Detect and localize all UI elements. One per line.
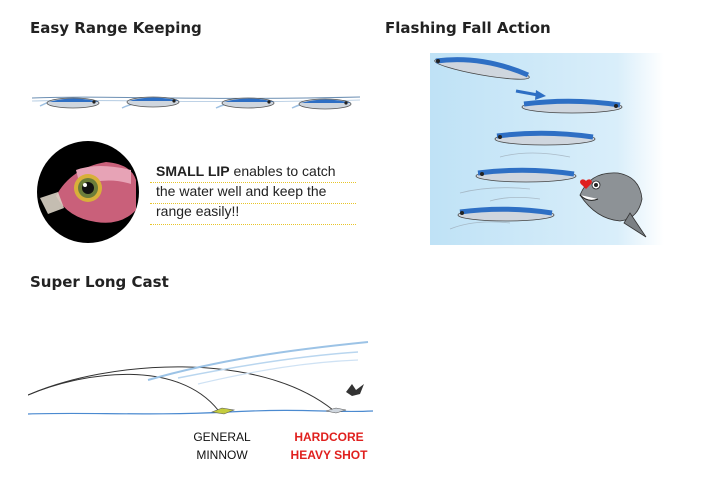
hardcore-label-line2: HEAVY SHOT [290,448,368,462]
small-lip-caption: SMALL LIP enables to catch the water wel… [156,161,336,221]
small-lip-strong: SMALL LIP [156,163,230,179]
general-minnow-icon [210,407,236,415]
small-lip-line1: enables to catch [229,163,336,179]
hardcore-heavy-shot-label: HARDCORE HEAVY SHOT [284,428,374,464]
lure-swimming-3 [215,97,275,109]
lure-swimming-2 [121,96,180,109]
lure-swimming-4 [291,98,352,110]
section-title-fall: Flashing Fall Action [385,19,551,37]
small-lip-line2: the water well and keep the [156,183,327,199]
section-title-cast: Super Long Cast [30,273,169,291]
hardcore-cast-line [28,366,334,411]
falling-lure-4 [475,167,577,183]
bass-fish-icon [579,172,647,238]
falling-lure-1 [434,57,530,80]
falling-lure-3 [494,130,596,146]
general-label-line2: MINNOW [196,448,248,462]
general-label-line1: GENERAL [193,430,251,444]
hardcore-label-line1: HARDCORE [294,430,364,444]
small-lip-line3: range easily!! [156,203,240,219]
heart-eye-icon [580,179,592,189]
falling-lure-2 [521,98,623,114]
caption-underline-2 [150,203,356,204]
general-minnow-label: GENERAL MINNOW [184,428,260,464]
hardcore-lure-icon [325,407,347,414]
lure-swimming-1 [39,97,100,109]
fall-action-illustration [430,53,664,245]
small-lip-closeup-image [37,141,139,243]
motion-arrow [515,89,539,97]
caption-underline-3 [150,224,356,225]
bird-icon [346,384,364,396]
falling-lure-5 [457,206,555,222]
long-cast-illustration [28,341,373,415]
range-keeping-illustration [31,96,361,110]
general-cast-line [28,373,219,411]
section-title-range: Easy Range Keeping [30,19,202,37]
caption-underline-1 [150,182,356,183]
